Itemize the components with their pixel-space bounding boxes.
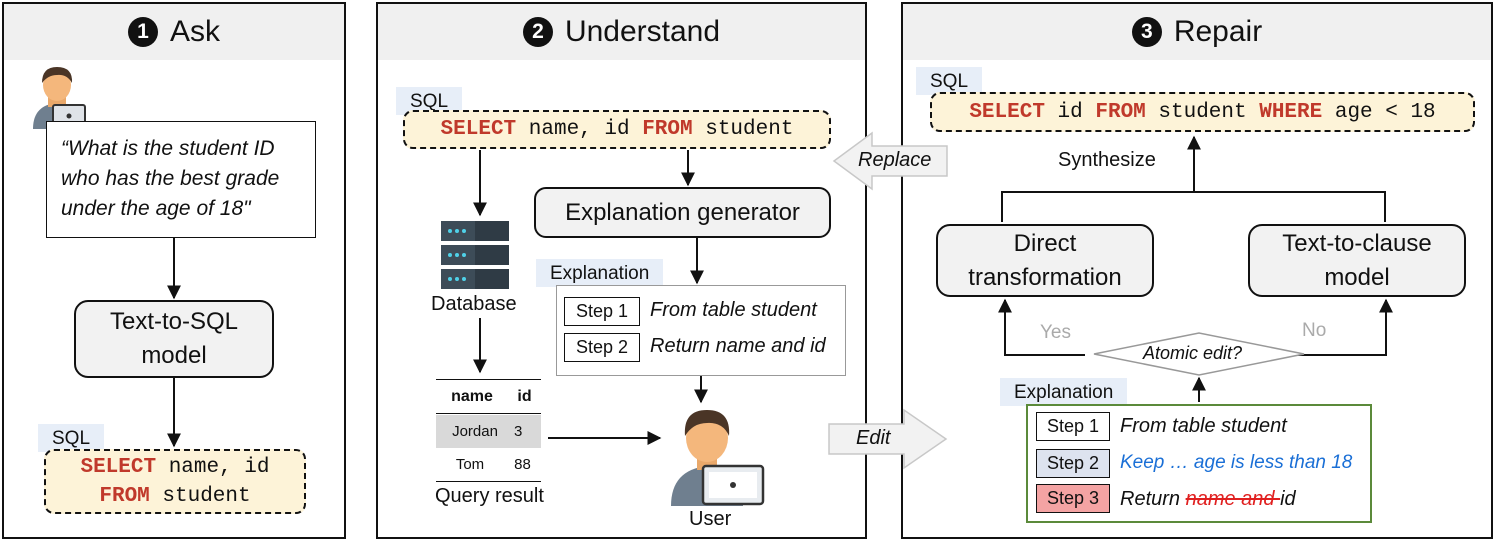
table-cell: Jordan — [452, 423, 498, 440]
sql-text: name, id — [156, 455, 270, 479]
repair-sql-box: SELECT id FROM student WHERE age < 18 — [930, 92, 1475, 132]
explanation-generator-box: Explanation generator — [534, 187, 831, 238]
sql-text: student — [149, 484, 251, 508]
text-to-sql-model-box: Text-to-SQL model — [74, 300, 274, 378]
repair-step1-badge: Step 1 — [1036, 412, 1110, 441]
query-result-label: Query result — [435, 485, 544, 507]
synthesize-label: Synthesize — [1058, 149, 1156, 171]
sql-text: age < 18 — [1322, 100, 1436, 124]
question-box: “What is the student ID who has the best… — [46, 121, 316, 238]
sql-keyword-select: SELECT — [80, 455, 157, 479]
table-row: Jordan 3 — [436, 415, 541, 448]
user-laptop-icon — [671, 410, 765, 506]
decision-label: Atomic edit? — [1143, 343, 1243, 363]
panel-ask-title: Ask — [169, 15, 220, 48]
merge-lines-to-synthesize — [1001, 191, 1386, 222]
ask-sql-line1: SELECT name, id — [80, 453, 269, 482]
clause-label-line1: Text-to-clause — [1282, 229, 1432, 257]
repair-step2-badge: Step 2 — [1036, 449, 1110, 478]
table-row: Tom 88 — [436, 448, 541, 481]
sql-text: student — [692, 118, 794, 141]
model-label-line2: model — [141, 342, 207, 369]
repair-explanation-tag: Explanation — [1000, 378, 1128, 406]
replace-label: Replace — [858, 149, 932, 171]
repair-step2-text: Keep … age is less than 18 — [1120, 452, 1353, 473]
sql-keyword-from: FROM — [1095, 100, 1146, 124]
step3-struck: name and — [1185, 488, 1281, 510]
understand-step1-badge: Step 1 — [564, 297, 640, 326]
panel-repair-header: 3 Repair — [903, 4, 1491, 60]
repair-sql-tag: SQL — [916, 67, 983, 95]
understand-step1-text: From table student — [650, 299, 817, 321]
understand-sql-box: SELECT name, id FROM student — [403, 110, 831, 149]
panel-understand-header: 2 Understand — [378, 4, 865, 60]
step-number-badge: 1 — [127, 17, 158, 47]
query-result-table: name id Jordan 3 Tom 88 — [436, 379, 541, 482]
sql-keyword-from: FROM — [642, 118, 693, 141]
sql-keyword-select: SELECT — [969, 100, 1045, 124]
arrow-decision-no — [1285, 298, 1393, 356]
table-bottom-rule — [436, 481, 541, 482]
step-number-badge: 2 — [522, 17, 553, 47]
direct-label-line2: transformation — [968, 263, 1122, 291]
understand-explanation-tag: Explanation — [536, 259, 664, 287]
table-cell: 88 — [514, 456, 531, 473]
panel-understand-title: Understand — [564, 15, 721, 48]
table-header-cell: name — [451, 387, 493, 405]
sql-keyword-where: WHERE — [1259, 100, 1323, 124]
yes-label: Yes — [1040, 322, 1071, 343]
sql-text: id — [1044, 100, 1096, 124]
arrow-decision-yes — [998, 298, 1085, 356]
step-number-badge: 3 — [1131, 17, 1162, 47]
edit-arrow-shape — [828, 408, 948, 470]
panel-ask-header: 1 Ask — [4, 4, 344, 60]
repair-step1-text: From table student — [1120, 415, 1287, 437]
repair-step3-text: Return name and id — [1120, 488, 1296, 511]
sql-text: student — [1145, 100, 1260, 124]
text-to-clause-model-box: Text-to-clause model — [1248, 224, 1466, 297]
edit-label: Edit — [856, 427, 891, 449]
understand-step2-badge: Step 2 — [564, 333, 640, 362]
sql-keyword-from: FROM — [99, 484, 150, 508]
replace-arrow-shape — [832, 131, 948, 191]
sql-keyword-select: SELECT — [440, 118, 517, 141]
ask-sql-tag: SQL — [38, 424, 105, 452]
ask-sql-box: SELECT name, id FROM student — [44, 449, 306, 514]
database-label: Database — [431, 293, 517, 315]
question-text: “What is the student ID who has the best… — [61, 137, 280, 220]
ask-sql-line2: FROM student — [99, 482, 250, 511]
clause-label-line2: model — [1324, 263, 1390, 291]
table-cell: Tom — [455, 456, 485, 473]
step3-prefix: Return — [1120, 488, 1186, 510]
table-header-row: name id — [436, 379, 541, 414]
table-cell: 3 — [514, 423, 523, 440]
no-label: No — [1302, 320, 1327, 341]
understand-step2-text: Return name and id — [650, 335, 826, 357]
sql-text: name, id — [516, 118, 643, 141]
direct-label-line1: Direct — [1013, 229, 1077, 257]
direct-transformation-box: Direct transformation — [936, 224, 1154, 297]
model-label-line1: Text-to-SQL — [109, 308, 239, 335]
step3-suffix: id — [1280, 488, 1296, 510]
decision-diamond — [1093, 332, 1305, 376]
repair-step3-badge: Step 3 — [1036, 484, 1110, 513]
user-label: User — [689, 508, 732, 530]
panel-repair-title: Repair — [1173, 15, 1263, 48]
database-icon — [441, 221, 509, 289]
table-header-cell: id — [517, 387, 532, 405]
generator-label: Explanation generator — [565, 198, 800, 226]
